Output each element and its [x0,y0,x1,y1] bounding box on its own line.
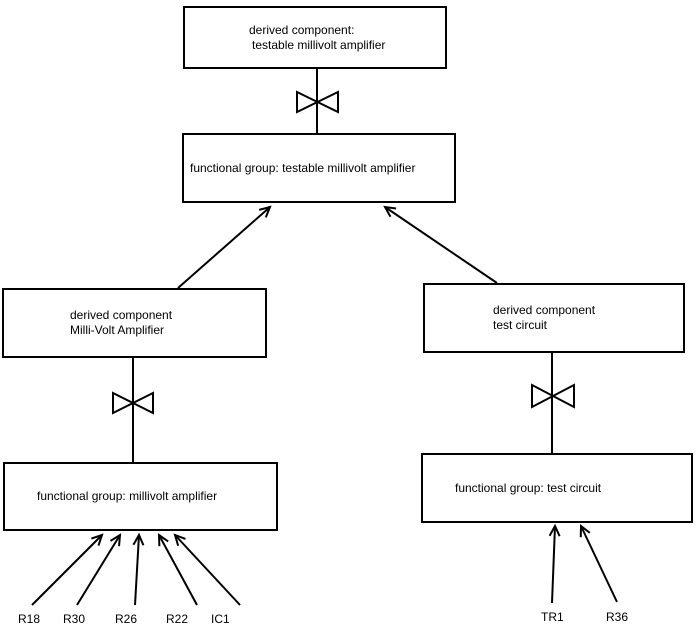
node-label: functional group: testable millivolt amp… [190,160,416,175]
component-label-r30: R30 [63,612,86,626]
node-functional-group-testable-millivolt-amplifier: functional group: testable millivolt amp… [182,133,456,203]
node-functional-group-test-circuit: functional group: test circuit [421,453,693,523]
component-label-tr1: TR1 [541,610,564,624]
node-label: derived component [70,308,173,322]
node-label: testable millivolt amplifier [252,37,386,52]
node-derived-test-circuit: derived component test circuit [423,283,685,353]
bowtie-icon [531,383,575,409]
node-derived-milli-volt-amplifier: derived component Milli-Volt Amplifier [2,288,267,358]
node-label: derived component [493,303,596,317]
component-label-r26: R26 [115,612,138,626]
bowtie-icon [296,90,339,114]
bowtie-icon [112,391,154,415]
edge-r18-leftfunctional [31,533,104,606]
edge-ic1-leftfunctional [173,533,241,606]
component-label-r18: R18 [18,612,41,626]
edge-rightderived-topfunctional [383,205,498,284]
edge-tr1-rightfunctional [548,523,561,604]
edge-leftderived-topfunctional [177,205,272,289]
component-label-ic1: IC1 [211,612,230,626]
node-label: functional group: test circuit [455,480,602,495]
node-derived-testable-millivolt-amplifier: derived component: testable millivolt am… [183,6,447,69]
node-label: Milli-Volt Amplifier [70,323,165,337]
edge-r26-leftfunctional [132,532,145,606]
node-label: derived component: [249,22,355,37]
edge-r22-leftfunctional [157,533,198,606]
edge-r30-leftfunctional [76,533,122,606]
node-label: test circuit [493,318,548,332]
component-label-r22: R22 [166,612,189,626]
edge-r36-rightfunctional [579,523,618,603]
component-label-r36: R36 [606,610,629,624]
node-functional-group-millivolt-amplifier: functional group: millivolt amplifier [3,462,278,531]
node-label: functional group: millivolt amplifier [37,489,218,503]
